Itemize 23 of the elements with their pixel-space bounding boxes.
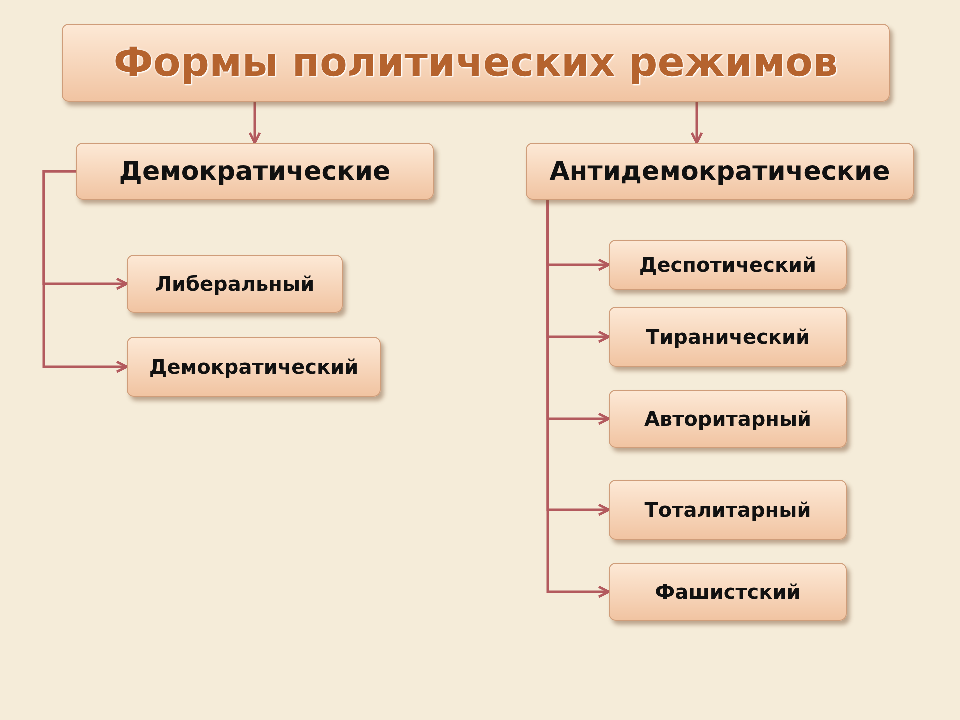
- arrow: [690, 102, 704, 144]
- category-box: [609, 480, 847, 540]
- arrow: [42, 170, 128, 374]
- category-box: [76, 143, 434, 200]
- category-box: [609, 307, 847, 367]
- category-box: [609, 563, 847, 621]
- node-label: Деспотический: [639, 253, 817, 277]
- category-box: [609, 390, 847, 448]
- node-label: Демократический: [149, 355, 359, 379]
- node-label: Фашистский: [655, 580, 801, 604]
- node-label: Либеральный: [155, 272, 315, 296]
- node-label: Авторитарный: [644, 407, 812, 431]
- category-box: [609, 240, 847, 290]
- node-label: Антидемократические: [550, 156, 890, 186]
- node-label: Тиранический: [646, 325, 810, 349]
- node-label: Демократические: [119, 156, 391, 186]
- category-box: [127, 337, 381, 397]
- category-box: [526, 143, 914, 200]
- title-text: Формы политических режимов: [114, 40, 838, 86]
- arrow: [248, 102, 262, 144]
- node-label: Тоталитарный: [644, 498, 812, 522]
- category-box: [127, 255, 343, 313]
- title-box: [62, 24, 890, 102]
